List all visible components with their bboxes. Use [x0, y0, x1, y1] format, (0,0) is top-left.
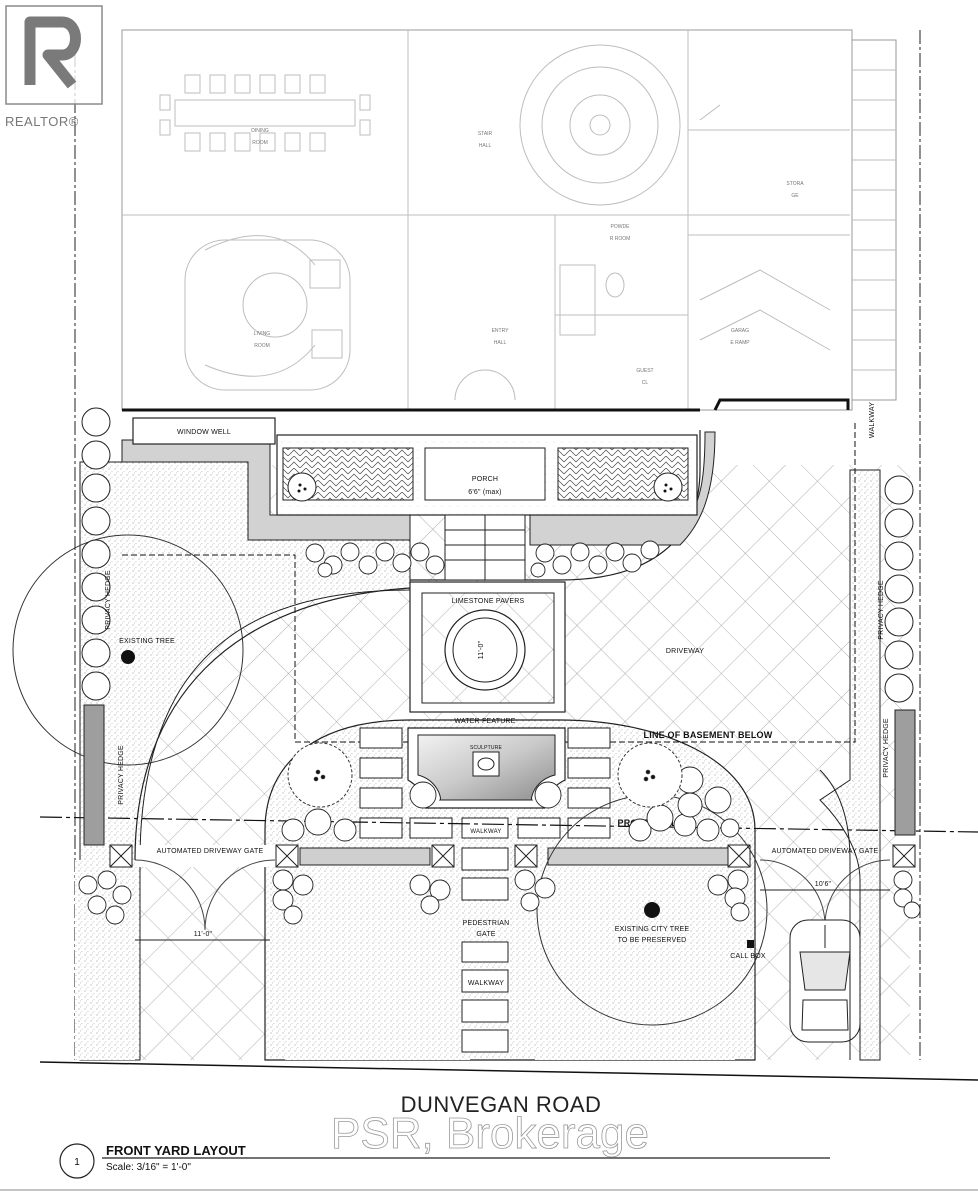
existing-tree	[12, 534, 244, 766]
east-wall-bricks	[851, 39, 897, 401]
porch-steps	[444, 514, 526, 581]
call-box-label: CALL BOX	[730, 953, 766, 960]
room-dining-line1: DINING	[251, 128, 269, 134]
brokerage-watermark: PSR, Brokerage	[331, 1109, 649, 1158]
room-stair-line1: STAIR	[478, 131, 493, 137]
room-guest-line1: GUEST	[636, 368, 653, 374]
room-storage-line1: STORA	[786, 181, 804, 187]
realtor-logo	[5, 5, 103, 105]
porch-dimension: 6'6" (max)	[468, 489, 501, 496]
limestone-pavers-label: LIMESTONE PAVERS	[452, 598, 525, 605]
porch	[276, 434, 698, 516]
shrubs	[78, 540, 921, 925]
city-tree-label-line1: EXISTING CITY TREE	[615, 926, 690, 933]
limestone-paver-plaza	[409, 581, 566, 713]
walkway-slabs	[359, 727, 611, 1053]
car-icon	[789, 919, 861, 1043]
privacy-hedge-west	[81, 407, 111, 701]
street-name: DUNVEGAN ROAD	[401, 1092, 602, 1117]
room-garage-line2: E RAMP	[730, 340, 750, 346]
hedge-west-bar	[83, 704, 105, 846]
room-garage-line1: GARAG	[731, 328, 749, 334]
water-feature-label: WATER FEATURE	[454, 718, 515, 725]
room-living-line2: ROOM	[254, 343, 270, 349]
house-floor-plan	[121, 29, 897, 411]
privacy-hedge-west-label-2: PRIVACY HEDGE	[118, 745, 125, 805]
gate-east-label: AUTOMATED DRIVEWAY GATE	[772, 848, 879, 855]
call-box	[747, 940, 754, 948]
walkway-east-label: WALKWAY	[869, 402, 876, 438]
street-curb	[39, 1061, 978, 1081]
room-guest-line2: CL	[642, 380, 649, 386]
room-dining-line2: ROOM	[252, 140, 268, 146]
porch-label: PORCH	[472, 476, 498, 483]
room-powder-line2: R ROOM	[610, 236, 631, 242]
dining-chairs	[159, 74, 371, 152]
drawing-number: 1	[74, 1157, 80, 1168]
room-powder-line1: POWDE	[611, 224, 631, 230]
fountain-dimension: 11'-0"	[478, 640, 485, 659]
drawing-number-bubble	[59, 1143, 95, 1179]
room-stair-line2: HALL	[479, 143, 492, 149]
room-living-line1: LIVING	[254, 331, 271, 337]
walkway-label-lower: WALKWAY	[468, 980, 504, 987]
privacy-hedge-east-label-2: PRIVACY HEDGE	[883, 718, 890, 778]
window-well	[132, 417, 276, 445]
drawing-scale: Scale: 3/16" = 1'-0"	[106, 1162, 191, 1173]
room-storage-line2: GE	[791, 193, 799, 199]
front-fence	[109, 844, 916, 931]
yard-base	[74, 30, 921, 1061]
west-gate-dimension: 11'-0"	[194, 931, 213, 938]
living-room-furniture	[184, 235, 351, 391]
pedestrian-gate-label-line1: PEDESTRIAN	[463, 920, 510, 927]
drawing-title: FRONT YARD LAYOUT	[106, 1143, 246, 1158]
existing-tree-label: EXISTING TREE	[119, 638, 175, 645]
east-gate-dimension: 10'6"	[815, 881, 832, 888]
spiral-staircase	[519, 44, 681, 206]
privacy-hedge-east-label-1: PRIVACY HEDGE	[878, 580, 885, 640]
walkway-label-upper: WALKWAY	[470, 829, 501, 835]
sculpture-label: SCULPTURE	[470, 745, 503, 751]
sculpture-pool	[407, 727, 566, 809]
city-tree-label-line2: TO BE PRESERVED	[618, 937, 687, 944]
pedestrian-gate-label-line2: GATE	[476, 931, 495, 938]
east-gravel-strip	[819, 469, 881, 1061]
basement-label: LINE OF BASEMENT BELOW	[644, 730, 773, 740]
window-well-label: WINDOW WELL	[177, 429, 231, 436]
hedge-east-bar	[894, 709, 916, 836]
privacy-hedge-east	[884, 475, 914, 703]
room-labels: DINING ROOM STAIR HALL STORA GE POWDE R …	[251, 128, 804, 386]
basement-outline	[122, 420, 856, 743]
planter-trees	[287, 742, 683, 808]
driveway-label: DRIVEWAY	[666, 648, 704, 655]
room-entry-line2: HALL	[494, 340, 507, 346]
realtor-text: REALTOR®	[5, 114, 79, 129]
property-line	[39, 816, 978, 833]
gate-west-label: AUTOMATED DRIVEWAY GATE	[157, 848, 264, 855]
privacy-hedge-west-label-1: PRIVACY HEDGE	[105, 570, 112, 630]
room-entry-line1: ENTRY	[492, 328, 510, 334]
